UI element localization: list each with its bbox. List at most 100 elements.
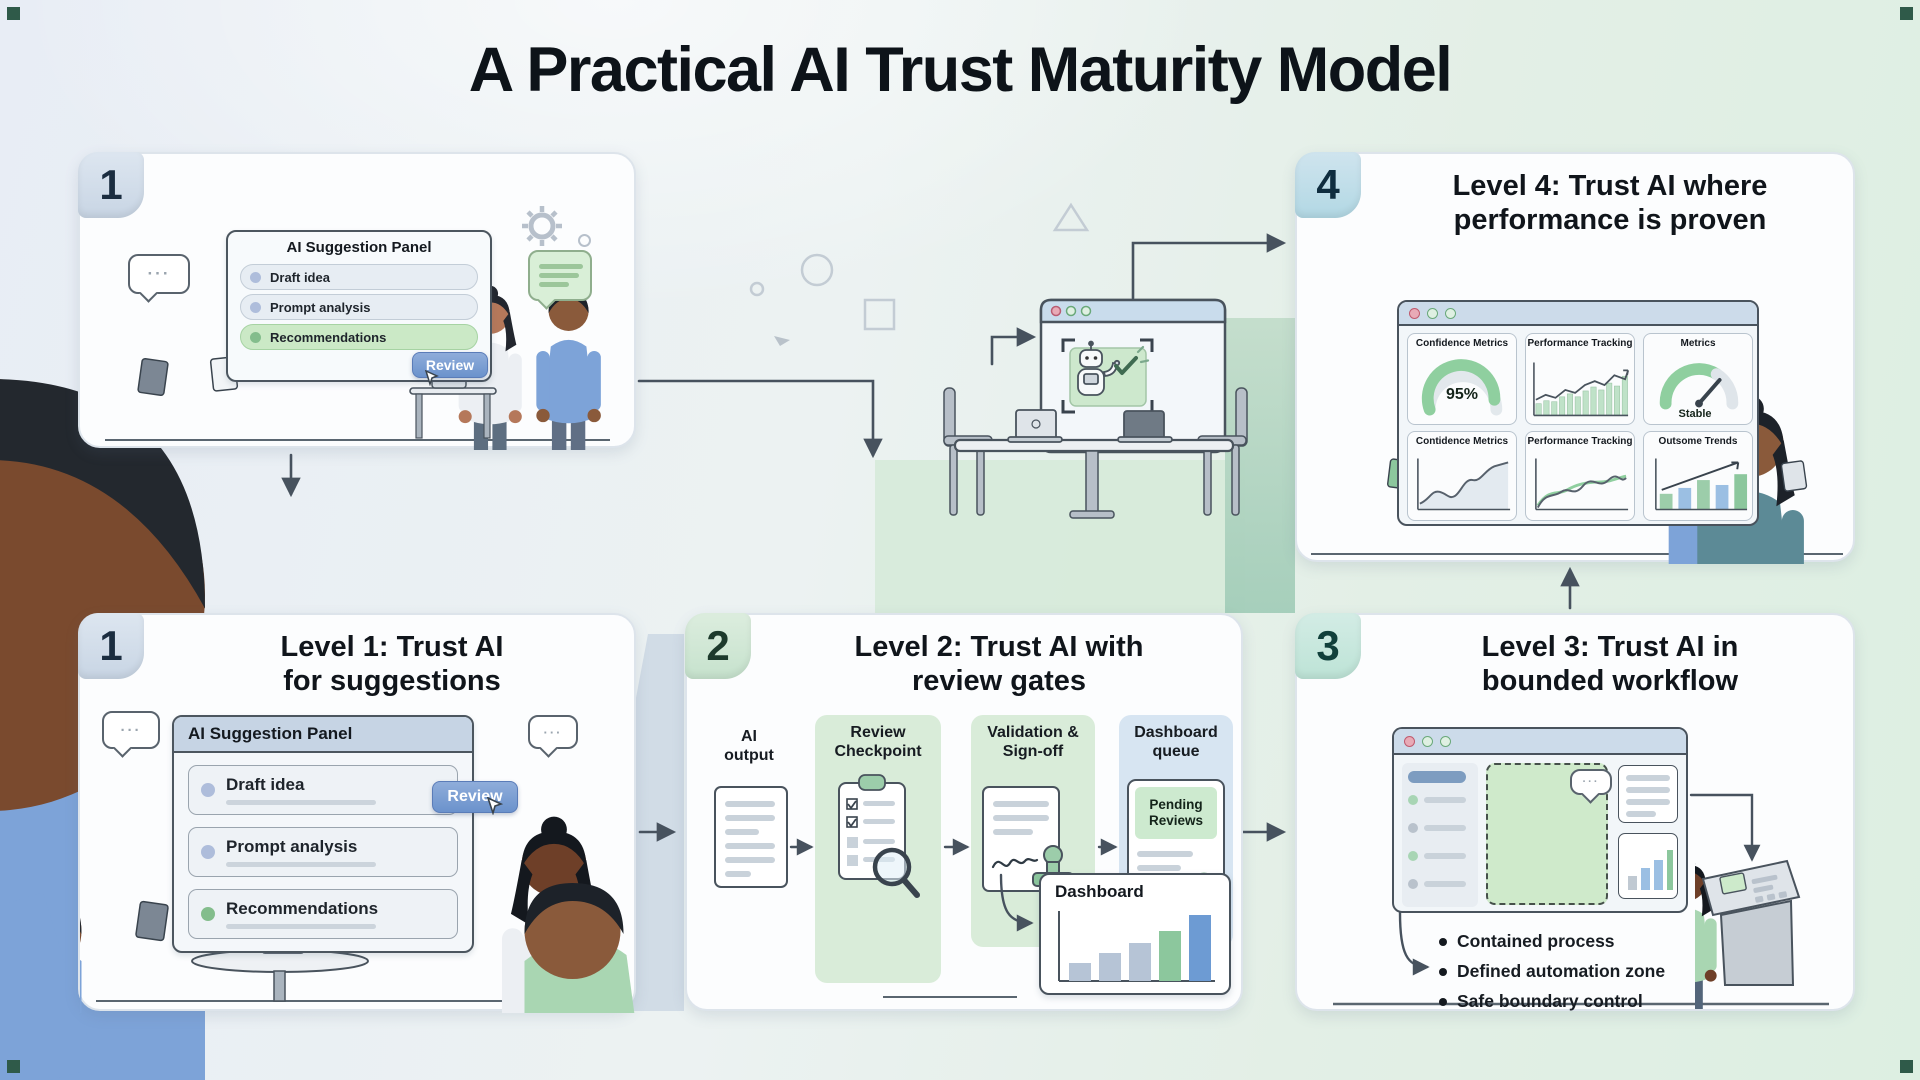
review-button[interactable]: Review [432, 781, 518, 813]
suggestion-item-label: Draft idea [226, 775, 305, 794]
suggestion-item[interactable]: Draft idea [240, 264, 478, 290]
gauge-needle-chart [1659, 363, 1739, 410]
traffic-dot-red [1404, 735, 1415, 747]
suggestion-item[interactable]: Recommendations [188, 889, 458, 939]
traffic-dot [1422, 735, 1433, 747]
suggestion-item-label: Recommendations [226, 899, 379, 918]
dashboard-card-title: Dashboard [1055, 882, 1144, 901]
metric-card-performance: Performance Tracking [1525, 333, 1635, 425]
traffic-dot [1427, 307, 1438, 319]
browser-titlebar [1399, 302, 1757, 326]
corner-mark [1900, 7, 1913, 20]
two-line-chart [1535, 458, 1629, 511]
robot-icon [1077, 340, 1121, 396]
sidebar-item[interactable] [1408, 823, 1418, 833]
magnifier-icon [872, 847, 920, 898]
metric-card-confidence2: Contidence Metrics [1407, 431, 1517, 521]
suggestion-item-label: Prompt analysis [270, 299, 371, 315]
cursor-icon [424, 370, 439, 386]
suggestion-item[interactable]: Draft idea [188, 765, 458, 815]
level3-badge: 3 [1295, 613, 1361, 679]
bars-line-chart [1533, 362, 1629, 417]
level2-badge: 2 [685, 613, 751, 679]
suggestion-panel-title: AI Suggestion Panel [286, 239, 432, 256]
traffic-dot-red [1409, 307, 1420, 319]
traffic-dot [1445, 307, 1456, 319]
suggestion-item[interactable]: Prompt analysis [240, 294, 478, 320]
bullet-icon [1439, 997, 1447, 1006]
bullet-text: Safe boundary control [1457, 991, 1643, 1011]
tablet-icon [135, 900, 169, 942]
dashboard-bar-chart [1058, 911, 1215, 982]
metric-card-metrics: Metrics Stable [1643, 333, 1753, 425]
suggestion-item-label: Prompt analysis [226, 837, 358, 856]
speech-bubble-icon: ··· [1570, 769, 1612, 795]
level3-title: Level 3: Trust AI in bounded workflow [1481, 631, 1739, 697]
suggestion-item[interactable]: Recommendations [240, 324, 478, 350]
level4-badge: 4 [1295, 152, 1361, 218]
browser-titlebar [1394, 729, 1686, 755]
sidebar-item[interactable] [1408, 851, 1418, 861]
arrow-center-to-level4 [1131, 233, 1287, 300]
step-label-validation: Validation & Sign-off [987, 724, 1079, 761]
suggestion-item[interactable]: Prompt analysis [188, 827, 458, 877]
metric-card-performance2: Performance Tracking [1525, 431, 1635, 521]
gauge-value: 95% [1445, 386, 1479, 403]
level3-arrows [1333, 793, 1829, 1006]
flow-arrows [281, 233, 1580, 842]
ai-suggestion-panel: AI Suggestion Panel Draft idea Prompt an… [172, 715, 474, 953]
metric-card-outcome: Outsome Trends [1643, 431, 1753, 521]
arrow-into-browser [990, 327, 1037, 366]
circle-icon [800, 253, 834, 287]
viewfinder-brackets [1061, 338, 1154, 414]
pending-reviews-title: Pending Reviews [1135, 787, 1217, 839]
step-label-dashboard-queue: Dashboard queue [1134, 724, 1218, 761]
metric-card-confidence: Confidence Metrics 95% [1407, 333, 1517, 425]
laptop-icon [1007, 409, 1063, 443]
elbow-arrow [1689, 793, 1761, 862]
person-figure [536, 290, 601, 450]
bullet-icon [1439, 967, 1447, 976]
level2-flow-graphics [714, 774, 1118, 998]
level1-title: Level 1: Trust AI for suggestions [280, 631, 504, 697]
ai-reply-bubble-icon [528, 250, 592, 301]
bullet-icon [1439, 937, 1447, 946]
suggestion-item-label: Recommendations [270, 329, 387, 345]
tablet-icon [137, 357, 169, 397]
level1-badge: 1 [78, 613, 144, 679]
bullet-dot-icon [250, 271, 261, 283]
center-table-group [0, 379, 1248, 1080]
ai-suggestion-panel: AI Suggestion Panel Draft idea Prompt an… [226, 230, 492, 386]
signed-document-icon [982, 786, 1060, 892]
paper-plane-icon [774, 336, 790, 346]
sidebar-item[interactable] [1408, 795, 1418, 805]
line-chart [1417, 458, 1511, 511]
level4-title: Level 4: Trust AI where performance is p… [1452, 170, 1768, 236]
bullet-dot-icon [250, 301, 261, 313]
level4-panel: 4 Level 4: Trust AI where performance is… [1295, 152, 1855, 564]
bullet-dot-icon [250, 331, 261, 343]
review-button[interactable]: Review [412, 352, 488, 378]
intro-panel: 1 ··· AI Suggestion Panel Draft idea Pro… [78, 152, 636, 450]
level3-panel: 3 Level 3: Trust AI in bounded workflow [1295, 613, 1855, 1011]
kiosk-terminal [1701, 859, 1801, 986]
bullet-dot-icon [201, 907, 215, 921]
page-title: A Practical AI Trust Maturity Model [468, 35, 1453, 105]
tablet-icon [1780, 460, 1808, 492]
gauge-chart [1421, 359, 1503, 416]
sidebar-item[interactable] [1408, 879, 1418, 889]
bullet-text: Defined automation zone [1457, 961, 1666, 981]
intro-badge: 1 [78, 152, 144, 218]
corner-mark [1900, 1060, 1913, 1073]
cursor-icon [486, 797, 504, 815]
decor-shapes [749, 202, 1090, 346]
speech-bubble-icon: ··· [528, 715, 578, 749]
level2-title: Level 2: Trust AI with review gates [854, 631, 1144, 697]
arrow-intro-to-center [637, 379, 883, 459]
traffic-dot-red [1050, 305, 1062, 317]
level2-panel: 2 Level 2: Trust AI with review gates AI… [685, 613, 1243, 1011]
step-label-review-checkpoint: Review Checkpoint [834, 724, 922, 761]
step-label-ai-output: AI output [724, 728, 774, 765]
center-browser-window [1039, 298, 1227, 454]
